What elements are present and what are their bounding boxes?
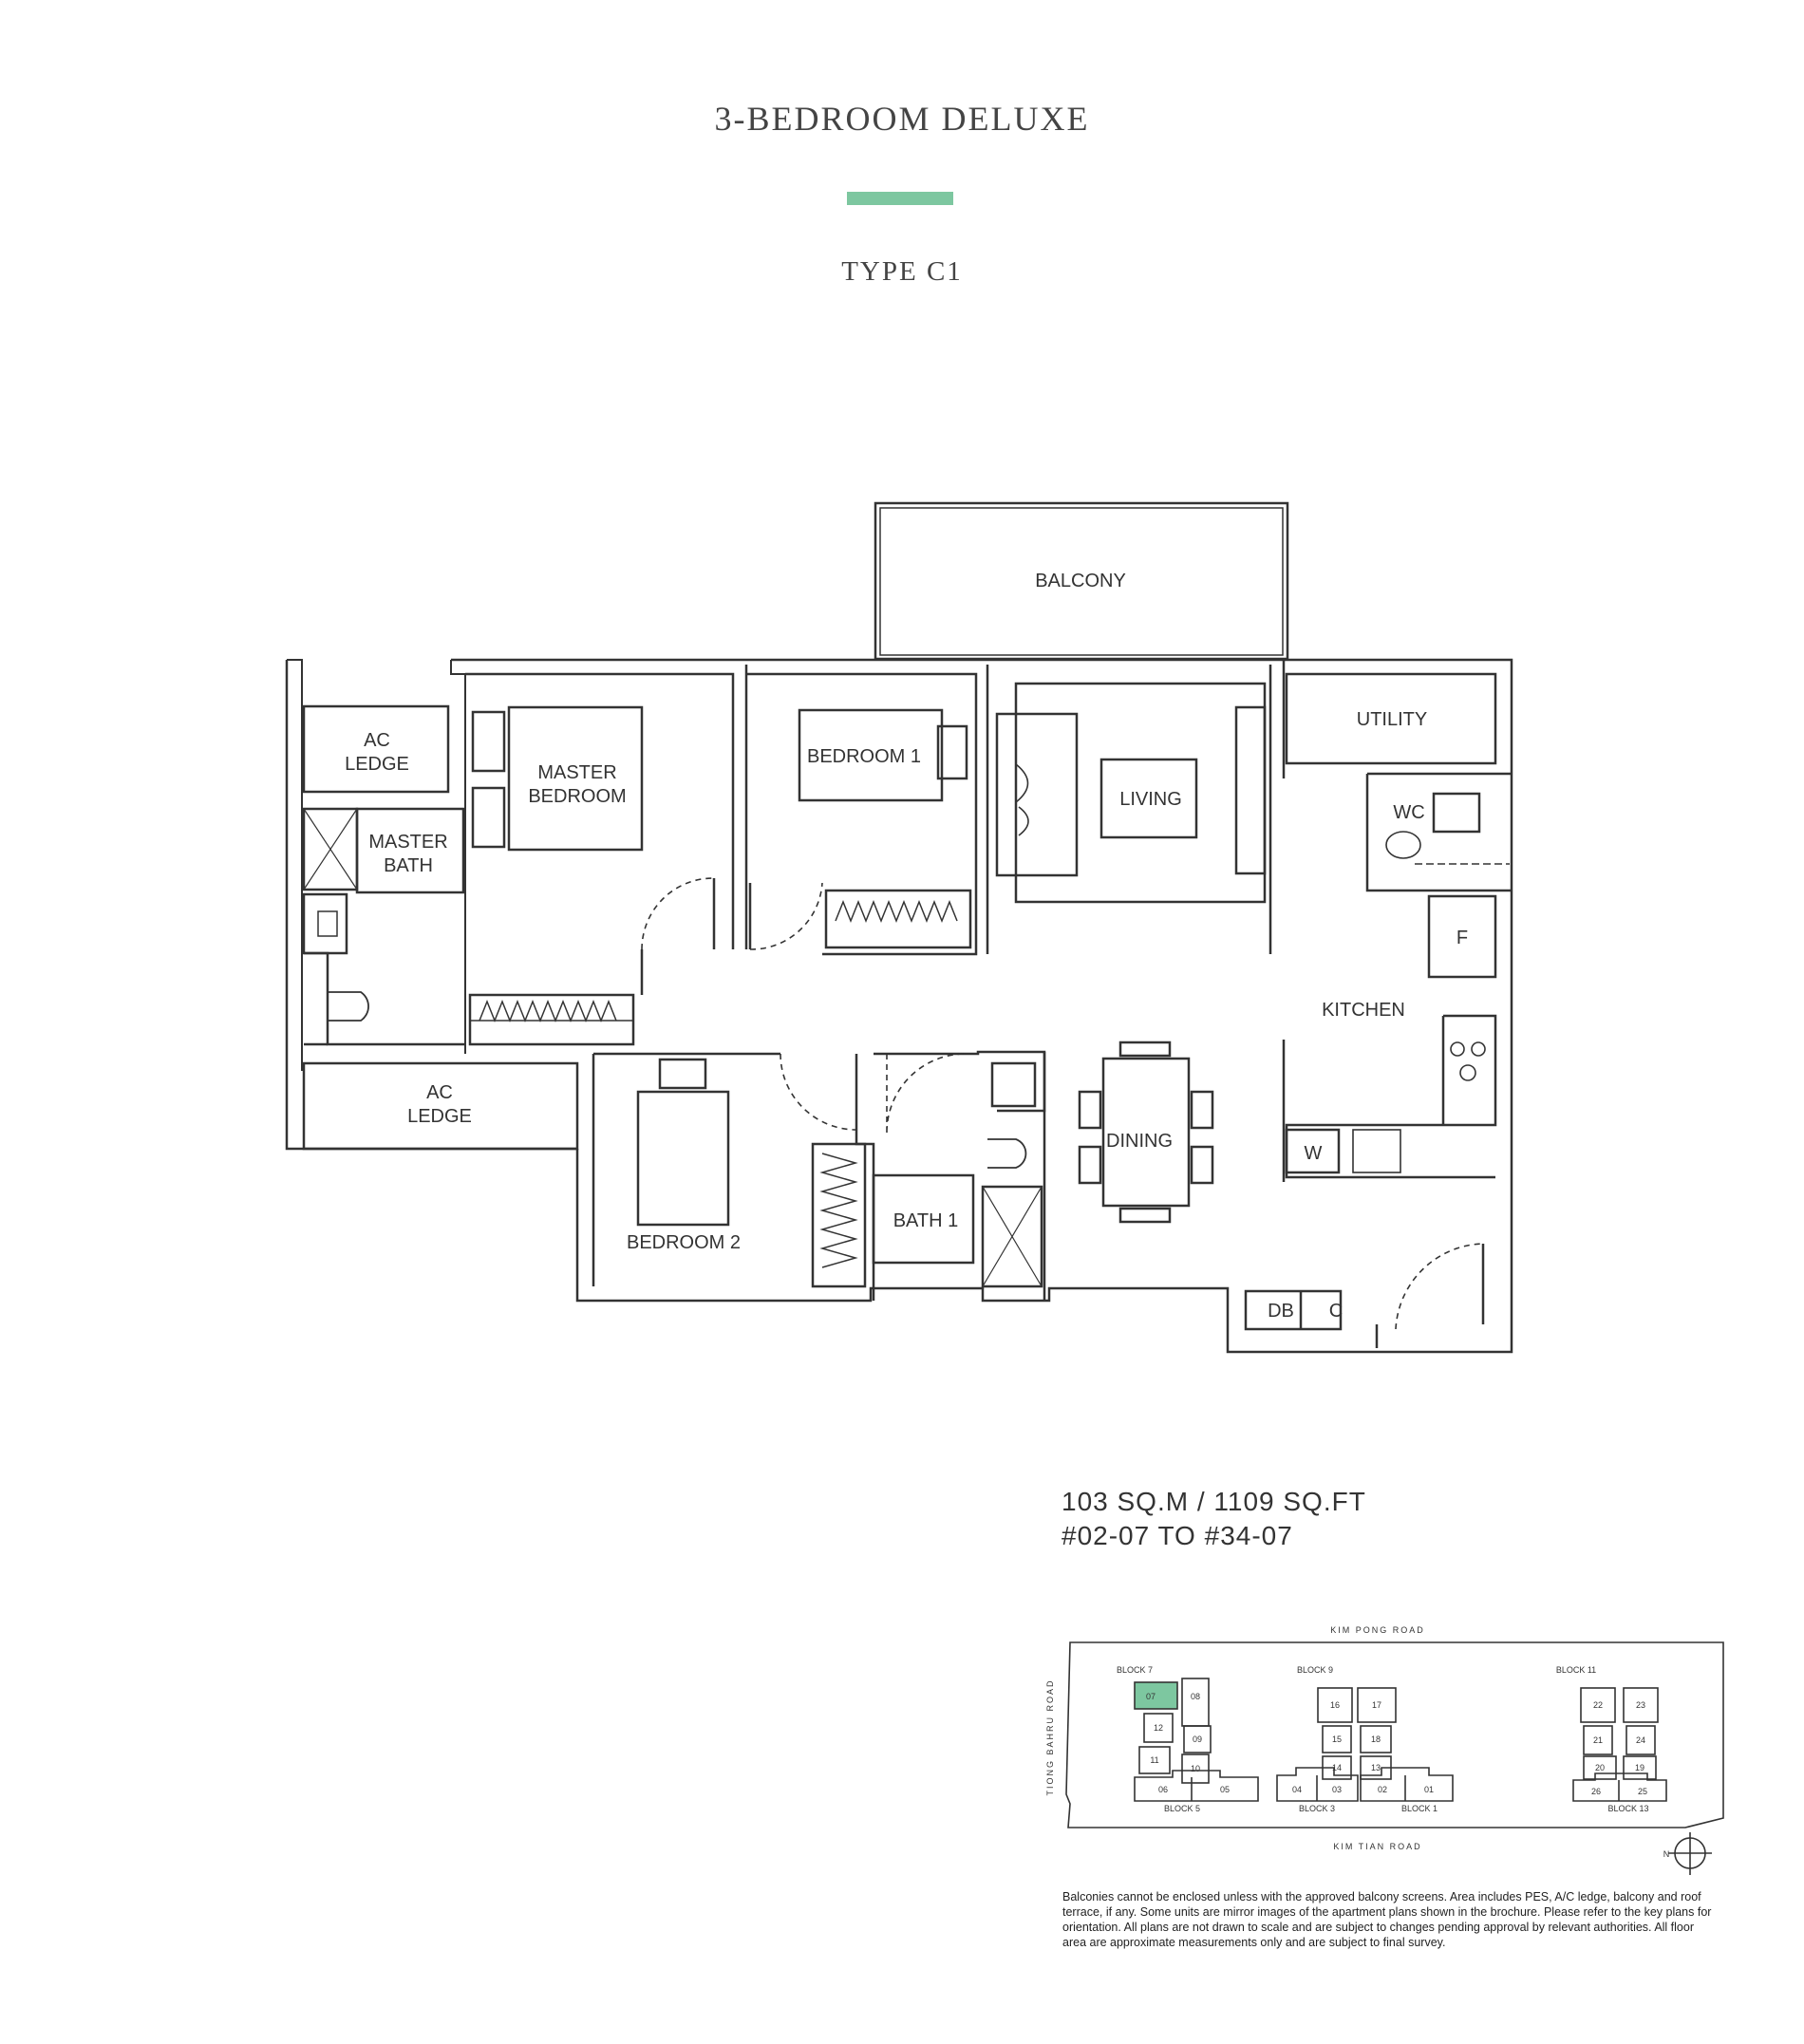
label-bedroom1: BEDROOM 1 [807, 746, 921, 767]
unit-09: 09 [1193, 1735, 1202, 1744]
label-dining: DINING [1106, 1131, 1173, 1152]
key-plan: KIM PONG ROAD KIM TIAN ROAD TIONG BAHRU … [1045, 1625, 1724, 1875]
label-master-bedroom-1: MASTER [537, 762, 616, 783]
unit-12: 12 [1154, 1723, 1163, 1733]
unit-type-label: TYPE C1 [841, 256, 963, 287]
outer-wall-main [451, 658, 1513, 1354]
label-block13: BLOCK 13 [1607, 1804, 1648, 1813]
label-c: C [1329, 1301, 1343, 1322]
ac-ledge-top [302, 704, 450, 794]
unit-26: 26 [1591, 1787, 1601, 1796]
coffee-table [1099, 758, 1198, 839]
label-master-bedroom-2: BEDROOM [528, 786, 626, 807]
unit-16: 16 [1330, 1700, 1340, 1710]
unit-05: 05 [1220, 1785, 1230, 1794]
unit-numbers: #02-07 TO #34-07 [1062, 1521, 1293, 1550]
road-bottom-label: KIM TIAN ROAD [1333, 1842, 1421, 1851]
accent-bar [847, 192, 953, 205]
db-c-box [1244, 1289, 1343, 1331]
sofa [995, 712, 1079, 877]
label-bedroom2: BEDROOM 2 [627, 1232, 741, 1253]
unit-24: 24 [1636, 1735, 1645, 1745]
master-bath-box [355, 807, 465, 894]
label-block3: BLOCK 3 [1299, 1804, 1335, 1813]
site-boundary [1065, 1641, 1724, 1828]
label-bath1: BATH 1 [893, 1210, 959, 1231]
label-ac-ledge-bottom-1: AC [426, 1082, 453, 1103]
label-block9: BLOCK 9 [1297, 1665, 1333, 1675]
unit-15: 15 [1332, 1735, 1342, 1744]
utility-room [1285, 672, 1497, 765]
unit-04: 04 [1292, 1785, 1302, 1794]
master-bed [507, 705, 644, 852]
road-top-label: KIM PONG ROAD [1330, 1625, 1425, 1635]
unit-01: 01 [1424, 1785, 1434, 1794]
tv-console [1234, 705, 1267, 875]
label-block11: BLOCK 11 [1556, 1665, 1596, 1675]
unit-22: 22 [1593, 1700, 1603, 1710]
unit-13: 13 [1371, 1763, 1381, 1772]
label-master-bath-2: BATH [384, 855, 433, 876]
unit-25: 25 [1638, 1787, 1647, 1796]
label-fridge: F [1456, 928, 1468, 948]
master-wardrobe [468, 993, 635, 1046]
unit-23: 23 [1636, 1700, 1645, 1710]
unit-14: 14 [1332, 1763, 1342, 1772]
unit-19: 19 [1635, 1763, 1644, 1772]
unit-21: 21 [1593, 1735, 1603, 1745]
label-wc: WC [1393, 802, 1424, 823]
bedroom1-wardrobe [824, 889, 972, 949]
outer-wall-left [285, 660, 577, 1151]
label-washer: W [1305, 1143, 1323, 1164]
floor-plan: BALCONY AC LEDGE MASTER BEDROOM MASTER B… [285, 501, 1513, 1354]
kitchen-counter [1285, 1014, 1497, 1179]
label-kitchen: KITCHEN [1322, 1000, 1405, 1021]
unit-08: 08 [1191, 1692, 1200, 1701]
label-db: DB [1268, 1301, 1294, 1322]
unit-area-info: 103 SQ.M / 1109 SQ.FT #02-07 TO #34-07 [1062, 1485, 1366, 1553]
label-block5: BLOCK 5 [1164, 1804, 1200, 1813]
bath1-box [872, 1173, 975, 1265]
highlight-unit-07 [1134, 1681, 1178, 1710]
road-left-label: TIONG BAHRU ROAD [1045, 1678, 1055, 1795]
unit-03: 03 [1332, 1785, 1342, 1794]
unit-11: 11 [1150, 1755, 1158, 1765]
label-ac-ledge-top-1: AC [364, 730, 390, 751]
dining-table [1101, 1057, 1191, 1208]
label-utility: UTILITY [1357, 709, 1427, 730]
disclaimer-text: Balconies cannot be enclosed unless with… [1062, 1890, 1712, 1949]
label-balcony: BALCONY [1035, 571, 1126, 591]
label-block7: BLOCK 7 [1117, 1665, 1153, 1675]
unit-02: 02 [1378, 1785, 1387, 1794]
label-block1: BLOCK 1 [1401, 1804, 1438, 1813]
unit-20: 20 [1595, 1763, 1605, 1772]
unit-area: 103 SQ.M / 1109 SQ.FT [1062, 1487, 1366, 1516]
page-title: 3-BEDROOM DELUXE [714, 100, 1090, 138]
unit-18: 18 [1371, 1735, 1381, 1744]
wc-walls [1365, 772, 1512, 892]
unit-17: 17 [1372, 1700, 1381, 1710]
bedroom1-bed [798, 708, 944, 802]
bedroom2-wardrobe [811, 1142, 867, 1288]
label-living: LIVING [1119, 789, 1182, 810]
label-master-bath-1: MASTER [368, 832, 447, 853]
unit-07: 07 [1146, 1692, 1156, 1701]
unit-10: 10 [1191, 1764, 1200, 1773]
label-ac-ledge-bottom-2: LEDGE [407, 1106, 472, 1127]
unit-06: 06 [1158, 1785, 1168, 1794]
fridge [1427, 894, 1497, 979]
ac-ledge-bottom [302, 1061, 579, 1151]
label-ac-ledge-top-2: LEDGE [345, 754, 409, 775]
north-label: N [1663, 1849, 1670, 1859]
bedroom2-bed [636, 1090, 730, 1227]
